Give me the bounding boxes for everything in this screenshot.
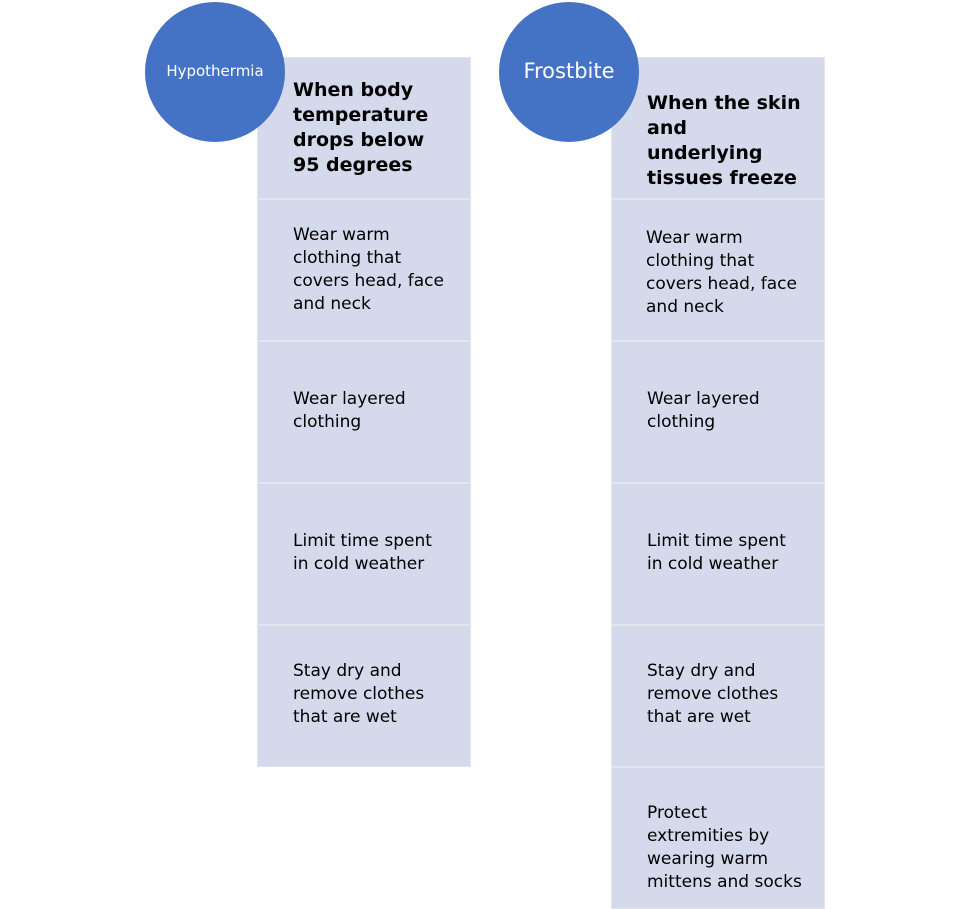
frostbite-tip-box: Protect extremities by wearing warm mitt… — [611, 767, 825, 909]
hypothermia-tip-box: Wear warm clothing that covers head, fac… — [257, 199, 471, 341]
frostbite-title: Frostbite — [523, 59, 615, 83]
hypothermia-tip-box: Wear layered clothing — [257, 341, 471, 483]
frostbite-tip-box: Stay dry and remove clothes that are wet — [611, 625, 825, 767]
frostbite-title-circle: Frostbite — [499, 2, 639, 142]
frostbite-tip: Limit time spent in cold weather — [647, 531, 786, 574]
hypothermia-tip-box: Limit time spent in cold weather — [257, 483, 471, 625]
frostbite-tip: Wear layered clothing — [647, 389, 760, 432]
frostbite-tip-box: Wear warm clothing that covers head, fac… — [611, 199, 825, 341]
hypothermia-definition-box: When body temperature drops below 95 deg… — [257, 57, 471, 199]
hypothermia-tip-box: Stay dry and remove clothes that are wet — [257, 625, 471, 767]
hypothermia-definition: When body temperature drops below 95 deg… — [293, 79, 429, 176]
frostbite-tip-box: Limit time spent in cold weather — [611, 483, 825, 625]
hypothermia-tip: Wear warm clothing that covers head, fac… — [293, 225, 444, 314]
hypothermia-tip: Wear layered clothing — [293, 389, 406, 432]
frostbite-tip: Protect extremities by wearing warm mitt… — [647, 803, 802, 892]
frostbite-column: When the skin and underlying tissues fre… — [611, 57, 825, 909]
frostbite-tip: Stay dry and remove clothes that are wet — [647, 661, 779, 727]
hypothermia-tip: Limit time spent in cold weather — [293, 531, 432, 574]
frostbite-definition: When the skin and underlying tissues fre… — [647, 92, 801, 189]
frostbite-definition-box: When the skin and underlying tissues fre… — [611, 57, 825, 199]
hypothermia-tip: Stay dry and remove clothes that are wet — [293, 661, 425, 727]
hypothermia-title-circle: Hypothermia — [145, 2, 285, 142]
hypothermia-column: When body temperature drops below 95 deg… — [257, 57, 471, 767]
hypothermia-title: Hypothermia — [166, 62, 264, 80]
frostbite-tip-box: Wear layered clothing — [611, 341, 825, 483]
frostbite-tip: Wear warm clothing that covers head, fac… — [646, 228, 797, 317]
